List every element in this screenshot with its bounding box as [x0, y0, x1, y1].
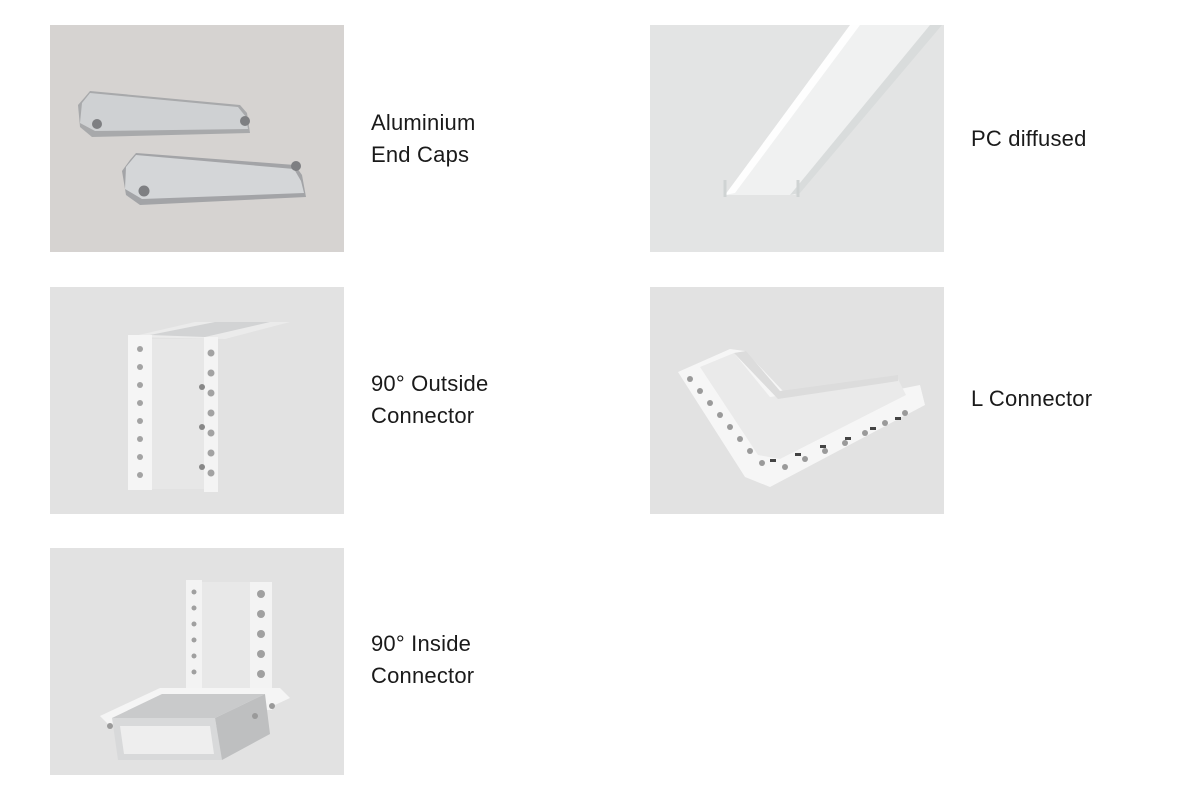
product-label-l-connector: L Connector — [971, 386, 1093, 411]
l-connector-illustration — [650, 287, 944, 514]
product-label-aluminium-end-caps: Aluminium End Caps — [371, 110, 476, 167]
diffuser-illustration — [650, 25, 944, 252]
product-image-pc-diffused — [650, 25, 944, 252]
product-image-aluminium-end-caps — [50, 25, 344, 252]
product-image-l-connector — [650, 287, 944, 514]
product-label-inside-connector: 90° Inside Connector — [371, 631, 475, 688]
end-caps-illustration — [50, 25, 344, 252]
product-label-outside-connector: 90° Outside Connector — [371, 371, 489, 428]
outside-connector-illustration — [50, 287, 344, 514]
product-image-inside-connector — [50, 548, 344, 775]
inside-connector-illustration — [50, 548, 344, 775]
product-label-pc-diffused: PC diffused — [971, 126, 1087, 151]
product-image-outside-connector — [50, 287, 344, 514]
